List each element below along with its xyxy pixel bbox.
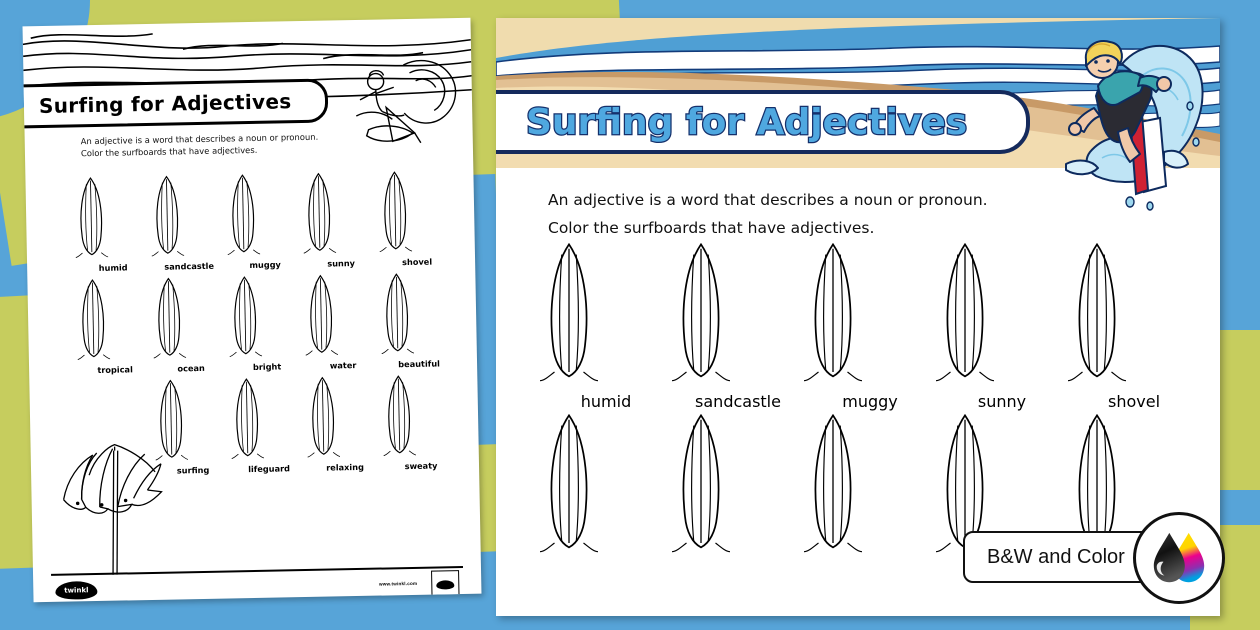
bw-surfboard-cell[interactable]: muggy: [225, 171, 303, 270]
surfboard-icon: [229, 276, 263, 357]
color-word-label: muggy: [842, 392, 898, 411]
color-word-label: sandcastle: [695, 392, 781, 411]
bw-word-label: ocean: [177, 362, 205, 374]
surfboard-icon: [383, 375, 416, 456]
color-surfboard-cell[interactable]: humid: [540, 240, 672, 411]
surfboard-icon: [804, 413, 862, 553]
bw-surfboard-row: humid sandcastle muggy sunny shovel: [73, 168, 465, 273]
surfboard-icon: [379, 171, 413, 253]
bw-surfboard-cell[interactable]: tropical: [75, 276, 153, 375]
ink-drop-cmyk-icon: [1153, 532, 1205, 583]
color-word-label: humid: [580, 392, 632, 411]
bw-word-label: muggy: [249, 259, 281, 271]
bw-word-label: water: [329, 360, 357, 371]
surfboard-icon: [804, 242, 862, 382]
surfer-illustration: [1044, 34, 1214, 219]
bw-word-label: humid: [98, 262, 128, 273]
bw-surfboard-cell[interactable]: sweaty: [381, 372, 459, 471]
color-surfboard-cell[interactable]: sandcastle: [672, 240, 804, 411]
bw-surfboard-row: tropical ocean bright water beautiful: [75, 270, 467, 375]
color-surfboard-cell[interactable]: [804, 411, 936, 563]
bw-surfboard-cell[interactable]: relaxing: [305, 374, 383, 473]
color-title-banner: Surfing for Adjectives: [496, 90, 1030, 154]
color-word-label: sunny: [977, 392, 1027, 411]
surfboard-icon: [75, 177, 109, 258]
bw-surfboard-cell[interactable]: bright: [227, 273, 305, 372]
surfboard-icon: [540, 242, 598, 382]
surfboard-icon: [307, 376, 341, 458]
surfboard-icon: [936, 242, 994, 382]
surfboard-icon: [381, 273, 415, 355]
bw-page-title: Surfing for Adjectives: [38, 89, 292, 119]
color-instruction-line-2: Color the surfboards that have adjective…: [548, 219, 875, 237]
bw-instructions: An adjective is a word that describes a …: [81, 131, 319, 160]
color-surfboard-cell[interactable]: sunny: [936, 240, 1068, 411]
beach-umbrella-icon: [54, 436, 177, 578]
color-surfboard-cell[interactable]: muggy: [804, 240, 936, 411]
color-surfboard-row: [540, 411, 1200, 563]
badge-label: B&W and Color: [987, 545, 1125, 568]
bw-worksheet-thumbnail[interactable]: Surfing for Adjectives An adjective is a…: [22, 17, 482, 603]
color-surfboard-row: humid sandcastle muggy sunny shovel: [540, 240, 1200, 411]
surfboard-icon: [305, 274, 339, 356]
surfboard-icon: [1068, 413, 1126, 553]
color-instructions: An adjective is a word that describes a …: [548, 186, 988, 242]
bw-surfboard-cell[interactable]: shovel: [377, 168, 455, 267]
bw-word-label: sandcastle: [164, 260, 215, 272]
surfboard-icon: [672, 242, 730, 382]
surfboard-icon: [153, 277, 187, 359]
surfboard-icon: [1068, 242, 1126, 382]
bw-word-label: tropical: [97, 364, 133, 375]
surfboard-icon: [155, 379, 189, 461]
bw-title-banner: Surfing for Adjectives: [22, 78, 329, 129]
surfboard-icon: [231, 378, 265, 459]
bw-word-label: shovel: [401, 256, 433, 268]
color-surfboard-cell[interactable]: [1068, 411, 1200, 563]
surfboard-icon: [540, 413, 598, 553]
color-surfboard-cell[interactable]: [540, 411, 672, 563]
bw-surfboard-cell[interactable]: sunny: [301, 170, 379, 269]
color-worksheet-preview[interactable]: Surfing for Adjectives An adjective is a…: [496, 18, 1220, 616]
bw-surfer-line-art: [347, 54, 469, 156]
twinkl-logo-text: twinkl: [64, 586, 89, 595]
bw-word-label: bright: [252, 361, 282, 372]
bw-surfboard-cell[interactable]: surfing: [153, 376, 231, 475]
bw-surfboard-cell[interactable]: sandcastle: [149, 172, 227, 272]
color-surfboard-cell[interactable]: shovel: [1068, 240, 1200, 411]
surfboard-icon: [672, 413, 730, 553]
bw-word-label: lifeguard: [248, 463, 291, 475]
surfboard-icon: [227, 174, 261, 255]
bw-surfboard-row: surfing lifeguard relaxing sweaty: [77, 372, 469, 477]
surfboard-icon: [77, 279, 111, 360]
bw-word-label: sunny: [327, 258, 356, 269]
bw-surfboard-grid: humid sandcastle muggy sunny shovel: [73, 168, 469, 481]
bw-surfboard-cell[interactable]: water: [303, 272, 381, 371]
surfboard-icon: [151, 175, 185, 257]
color-word-label: shovel: [1107, 392, 1161, 411]
bw-surfboard-cell[interactable]: lifeguard: [229, 375, 307, 474]
twinkl-logo: twinkl: [55, 581, 98, 600]
twinkl-url: www.twinkl.com: [378, 580, 418, 587]
color-surfboard-grid: humid sandcastle muggy sunny shovel: [540, 240, 1200, 563]
bw-surfboard-cell[interactable]: beautiful: [379, 270, 457, 369]
color-instruction-line-1: An adjective is a word that describes a …: [548, 191, 988, 209]
bw-surfboard-cell[interactable]: ocean: [151, 274, 229, 373]
bw-word-label: sweaty: [404, 460, 438, 472]
bw-word-label: relaxing: [326, 461, 364, 473]
bw-word-label: beautiful: [398, 358, 440, 370]
color-page-title: Surfing for Adjectives: [525, 100, 969, 144]
bw-surfboard-cell[interactable]: humid: [73, 174, 151, 273]
ink-drop-badge-circle: [1133, 512, 1225, 604]
color-surfboard-cell[interactable]: [672, 411, 804, 563]
surfboard-icon: [303, 172, 337, 254]
